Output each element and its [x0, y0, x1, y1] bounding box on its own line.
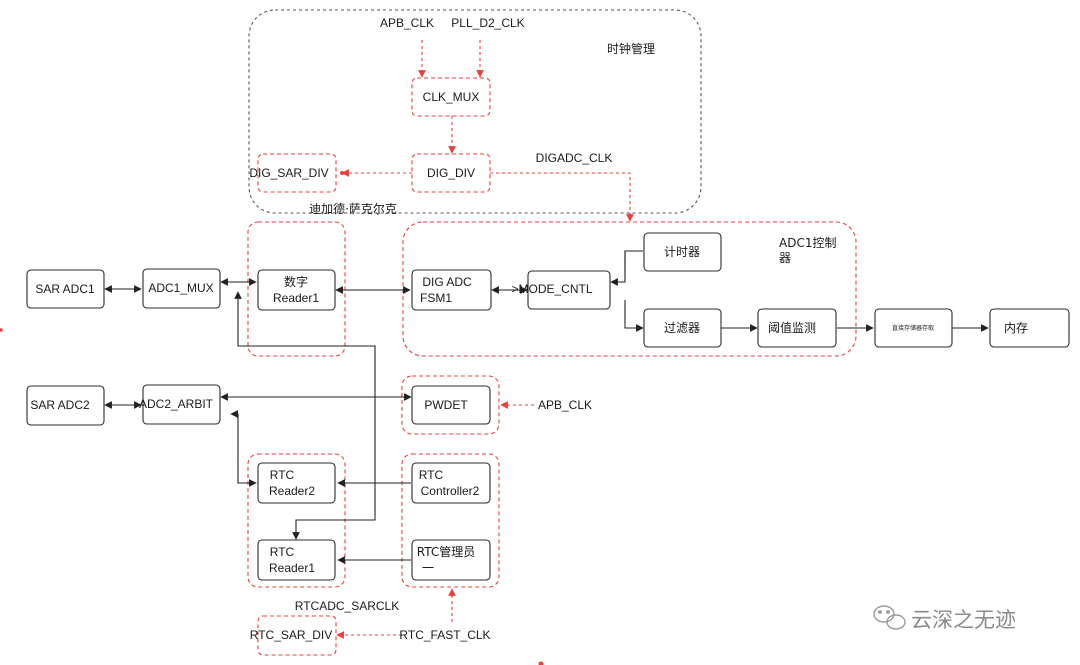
- threshold-monitor-label: 阈值监测: [768, 320, 816, 335]
- memory-label: 内存: [1004, 321, 1028, 335]
- marker-dot: [538, 661, 544, 665]
- mode-cntl-filter-wire: [624, 300, 644, 332]
- rtc-reader2-block: [257, 462, 336, 504]
- marker-dot: [0, 328, 3, 332]
- digadc-clk-label: DIGADC_CLK: [536, 151, 613, 165]
- mode-cntl-timer-feedback-wire: [610, 251, 626, 286]
- sar-adc1-block: [26, 269, 105, 309]
- rtc-controller2-label-line2: Controller2: [421, 484, 480, 498]
- rtc-manager-label-line2: 一: [422, 561, 434, 575]
- rtc-controller2-block: [411, 462, 491, 504]
- rtc-manager-block: [411, 539, 491, 581]
- rtc-reader1-label-line1: RTC: [270, 545, 295, 559]
- stray-label: 迪加德·萨克尔克: [309, 201, 397, 216]
- adc2-arbit-block: [142, 384, 221, 425]
- dma-label: 直接存储器存取: [892, 324, 934, 332]
- dig-adc-fsm1-label-line1: DIG ADC: [422, 275, 472, 289]
- rtcadc-sarclk-label: RTCADC_SARCLK: [295, 599, 399, 613]
- timer-block: [643, 232, 722, 272]
- apb-clk-right-label: APB_CLK: [538, 398, 592, 412]
- adc1-mux-label: ADC1_MUX: [148, 281, 213, 295]
- rtc-reader1-block: [257, 539, 336, 581]
- digital-reader1-label-line1: 数字: [284, 274, 308, 289]
- dig-div-label: DIG_DIV: [427, 166, 475, 180]
- digadc-clk-wire: [490, 172, 634, 222]
- rtc-manager-label-line1: RTC管理员: [417, 544, 475, 559]
- rtc-fast-clk-label: RTC_FAST_CLK: [399, 628, 490, 642]
- timer-label: 计时器: [664, 245, 700, 259]
- sar-adc2-block: [26, 385, 105, 426]
- filter-label: 过滤器: [664, 321, 700, 335]
- apb-clk-top-label: APB_CLK: [380, 16, 434, 30]
- adc2-arbit-rtc-reader2-wire: [230, 410, 257, 487]
- clock-management-region: [248, 9, 702, 214]
- dig-adc-fsm1-label-line2: FSM1: [420, 291, 452, 305]
- watermark-text: 云深之无迹: [911, 608, 1016, 632]
- memory-block: [989, 308, 1070, 348]
- dig-adc-fsm1-block: [411, 269, 492, 311]
- digital-reader1-block: [257, 269, 336, 311]
- marker-dot: [340, 171, 344, 175]
- rtc-sar-div-label: RTC_SAR_DIV: [250, 628, 332, 642]
- dma-block: [874, 308, 953, 348]
- sar-adc1-label: SAR ADC1: [35, 282, 95, 296]
- clock-management-label: 时钟管理: [607, 41, 655, 56]
- filter-block: [643, 308, 722, 348]
- adc2-arbit-label: ADC2_ARBIT: [139, 397, 214, 411]
- adc1-controller-label-line2: 器: [779, 251, 791, 265]
- rtc-controller2-label-line1: RTC: [419, 468, 444, 482]
- pwdet-label: PWDET: [424, 398, 468, 412]
- adc1-controller-label-line1: ADC1控制: [779, 236, 836, 250]
- dig-sar-div-label: DIG_SAR_DIV: [249, 166, 328, 180]
- adc1-mux-rtc-reader1-wire: [234, 291, 376, 540]
- threshold-monitor-block: [757, 308, 837, 348]
- wechat-icon: [873, 605, 906, 630]
- mode-cntl-timer-wire: [624, 250, 643, 271]
- clk-mux-label: CLK_MUX: [423, 90, 480, 104]
- rtc-reader2-label-line2: Reader2: [269, 484, 315, 498]
- mode-cntl-block: [527, 270, 611, 310]
- pwdet-block: [411, 385, 491, 425]
- rtc-controller-group: [401, 453, 500, 588]
- rtc-reader1-label-line2: Reader1: [269, 561, 315, 575]
- pll-d2-clk-label: PLL_D2_CLK: [451, 16, 524, 30]
- pwdet-group: [401, 375, 500, 435]
- adc1-mux-block: [142, 268, 221, 309]
- mode-cntl-label: >MODE_CNTL: [511, 282, 592, 296]
- digital-reader1-label-line2: Reader1: [273, 291, 319, 305]
- sar-adc2-label: SAR ADC2: [30, 398, 90, 412]
- rtc-reader2-label-line1: RTC: [270, 468, 295, 482]
